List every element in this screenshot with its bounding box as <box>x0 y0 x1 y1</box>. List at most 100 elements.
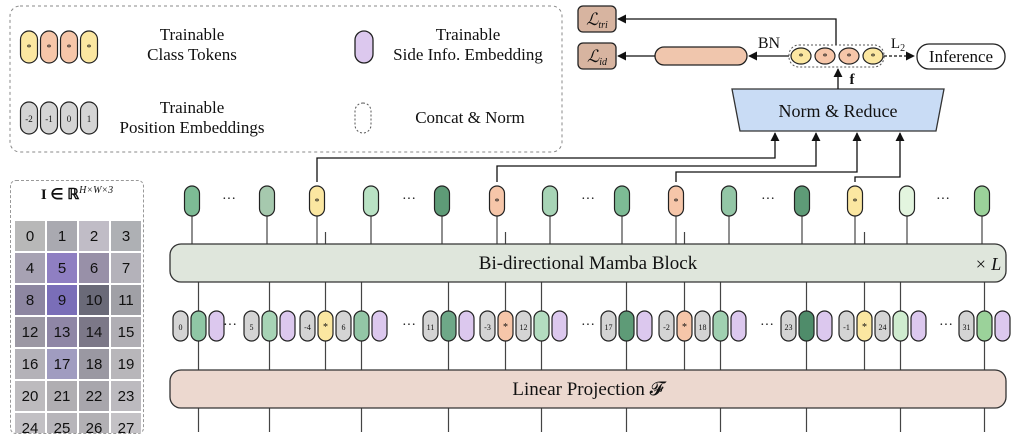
legend-class-token-capsules: **** <box>19 30 99 64</box>
legend-position-line1: Trainable <box>160 98 225 117</box>
output-class-token-3: * <box>308 185 326 217</box>
output-patch-token-11 <box>793 185 811 217</box>
patch-position-18-text: 18 <box>699 323 707 332</box>
legend-class-token-2: * <box>39 30 59 64</box>
patch-position-23-text: 23 <box>785 323 793 332</box>
legend-concat-norm-box <box>354 102 372 134</box>
route-class-token-1 <box>316 132 780 182</box>
output-tokens-row: * * * * <box>183 185 991 217</box>
class-position--1-text: -1 <box>843 323 850 332</box>
image-patch-14: 14 <box>79 317 109 347</box>
patch-position-0: 0 <box>172 310 189 342</box>
loss-id: ℒid <box>577 42 617 70</box>
feature-class-token-2: * <box>814 47 836 65</box>
feature-f-label: f <box>850 72 856 88</box>
image-patch-0: 0 <box>15 221 45 251</box>
patch-position-12: 12 <box>515 310 532 342</box>
image-patch-2: 2 <box>79 221 109 251</box>
image-patch-8: 8 <box>15 285 45 315</box>
concat-feature-f: **** <box>788 44 885 68</box>
class-position--3-text: -3 <box>484 323 491 332</box>
inference-label: Inference <box>929 47 993 66</box>
patch-position-17-text: 17 <box>605 323 613 332</box>
bn-label: BN <box>758 35 781 52</box>
output-patch-token-2 <box>258 185 276 217</box>
output-class-token-6: * <box>488 185 506 217</box>
patch-position-0-text: 0 <box>179 323 183 332</box>
loss-tri: ℒtri <box>577 5 617 33</box>
legend-position-4-text: 1 <box>87 114 92 124</box>
norm-reduce-label: Norm & Reduce <box>779 101 898 121</box>
patch-position-23: 23 <box>780 310 797 342</box>
route-class-token-2 <box>496 132 821 182</box>
class-position--2-text: -2 <box>663 323 670 332</box>
legend-position-1: -2 <box>19 101 39 135</box>
patch-position-11: 11 <box>422 310 439 342</box>
legend-position-line2: Position Embeddings <box>120 118 265 137</box>
image-patch-24: 24 <box>15 413 45 433</box>
output-class-token-6-text: * <box>495 197 500 208</box>
loss-id-sub: id <box>599 57 608 68</box>
class-token-3: * <box>676 310 693 342</box>
mamba-label: Bi-directional Mamba Block <box>479 253 698 274</box>
legend-class-tokens-line2: Class Tokens <box>147 45 237 64</box>
legend-class-token-4: * <box>79 30 99 64</box>
token-connectors <box>191 216 986 432</box>
class-position--2: -2 <box>658 310 675 342</box>
output-class-token-9: * <box>667 185 685 217</box>
legend-position-3: 0 <box>59 101 79 135</box>
patch-position-5-text: 5 <box>250 323 254 332</box>
ellipsis-3: ··· <box>581 192 595 207</box>
patch-token-0 <box>190 310 207 342</box>
side-info-0 <box>208 310 225 342</box>
side-info-12 <box>551 310 568 342</box>
image-patch-4: 4 <box>15 253 45 283</box>
feature-class-token-2-text: * <box>823 52 828 63</box>
mamba-block <box>169 243 1007 283</box>
image-patch-7: 7 <box>111 253 141 283</box>
image-patch-15: 15 <box>111 317 141 347</box>
patch-token-12 <box>533 310 550 342</box>
output-patch-token-8 <box>613 185 631 217</box>
side-info-5 <box>279 310 296 342</box>
patch-token-24 <box>892 310 909 342</box>
l2-sub: 2 <box>900 43 905 54</box>
image-patch-1: 1 <box>47 221 77 251</box>
output-patch-token-14 <box>973 185 991 217</box>
feature-class-token-1-text: * <box>799 52 804 63</box>
legend-class-token-1: * <box>19 30 39 64</box>
patch-position-6-text: 6 <box>342 323 346 332</box>
patch-position-24-text: 24 <box>879 323 887 332</box>
image-patch-13: 13 <box>47 317 77 347</box>
side-info-23 <box>816 310 833 342</box>
class-position--4-text: -4 <box>304 323 311 332</box>
patch-position-18: 18 <box>694 310 711 342</box>
patch-token-5 <box>261 310 278 342</box>
linear-projection-label: Linear Projection 𝓕 <box>512 379 667 400</box>
image-patch-5: 5 <box>47 253 77 283</box>
legend-position-4: 1 <box>79 101 99 135</box>
feature-class-token-4: * <box>862 47 884 65</box>
class-token-4-text: * <box>862 322 867 333</box>
side-info-24 <box>910 310 927 342</box>
class-token-routing <box>316 132 905 182</box>
patch-position-12-text: 12 <box>520 323 528 332</box>
bn-feature-bar <box>654 46 748 66</box>
loss-tri-sub: tri <box>598 20 608 31</box>
ellipsis-8: ··· <box>581 318 595 333</box>
ellipsis-1: ··· <box>222 192 236 207</box>
norm-reduce-block <box>731 88 945 132</box>
ellipsis-7: ··· <box>402 318 416 333</box>
class-position--4: -4 <box>299 310 316 342</box>
patch-token-17 <box>618 310 635 342</box>
image-patch-21: 21 <box>47 381 77 411</box>
image-patch-25: 25 <box>47 413 77 433</box>
output-class-token-12: * <box>846 185 864 217</box>
patch-position-24: 24 <box>874 310 891 342</box>
legend-position-2-text: -1 <box>45 114 53 124</box>
ellipsis-4: ··· <box>761 192 775 207</box>
side-info-31 <box>994 310 1011 342</box>
